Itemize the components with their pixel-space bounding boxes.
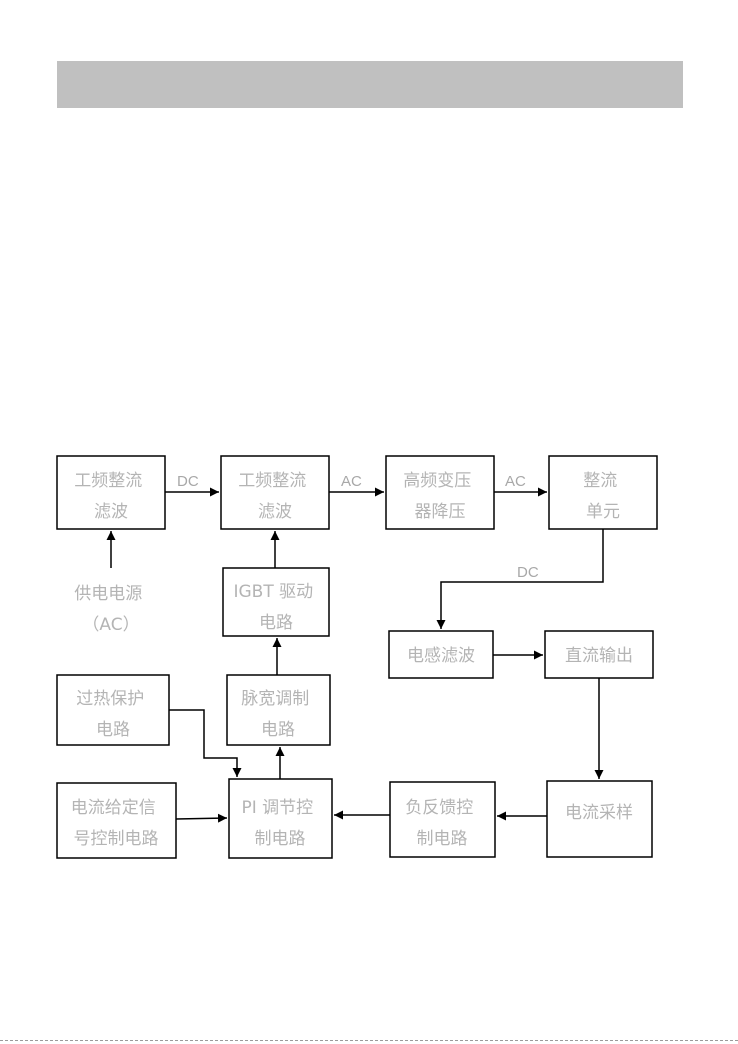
arrow-current-setpoint-to-pi: [176, 818, 227, 819]
label-dc-output: 直流输出: [565, 646, 633, 666]
label-current-sampling: 电流采样: [565, 803, 633, 823]
edge-label-dc-2: DC: [517, 564, 539, 581]
bottom-dashed-rule: [0, 1040, 738, 1041]
label-inductor-filter: 电感滤波: [407, 646, 475, 666]
edge-label-ac-1: AC: [341, 473, 362, 490]
label-power-supply: 供电电源 （AC）: [74, 584, 147, 635]
edge-label-dc-1: DC: [177, 473, 199, 490]
edge-label-ac-2: AC: [505, 473, 526, 490]
